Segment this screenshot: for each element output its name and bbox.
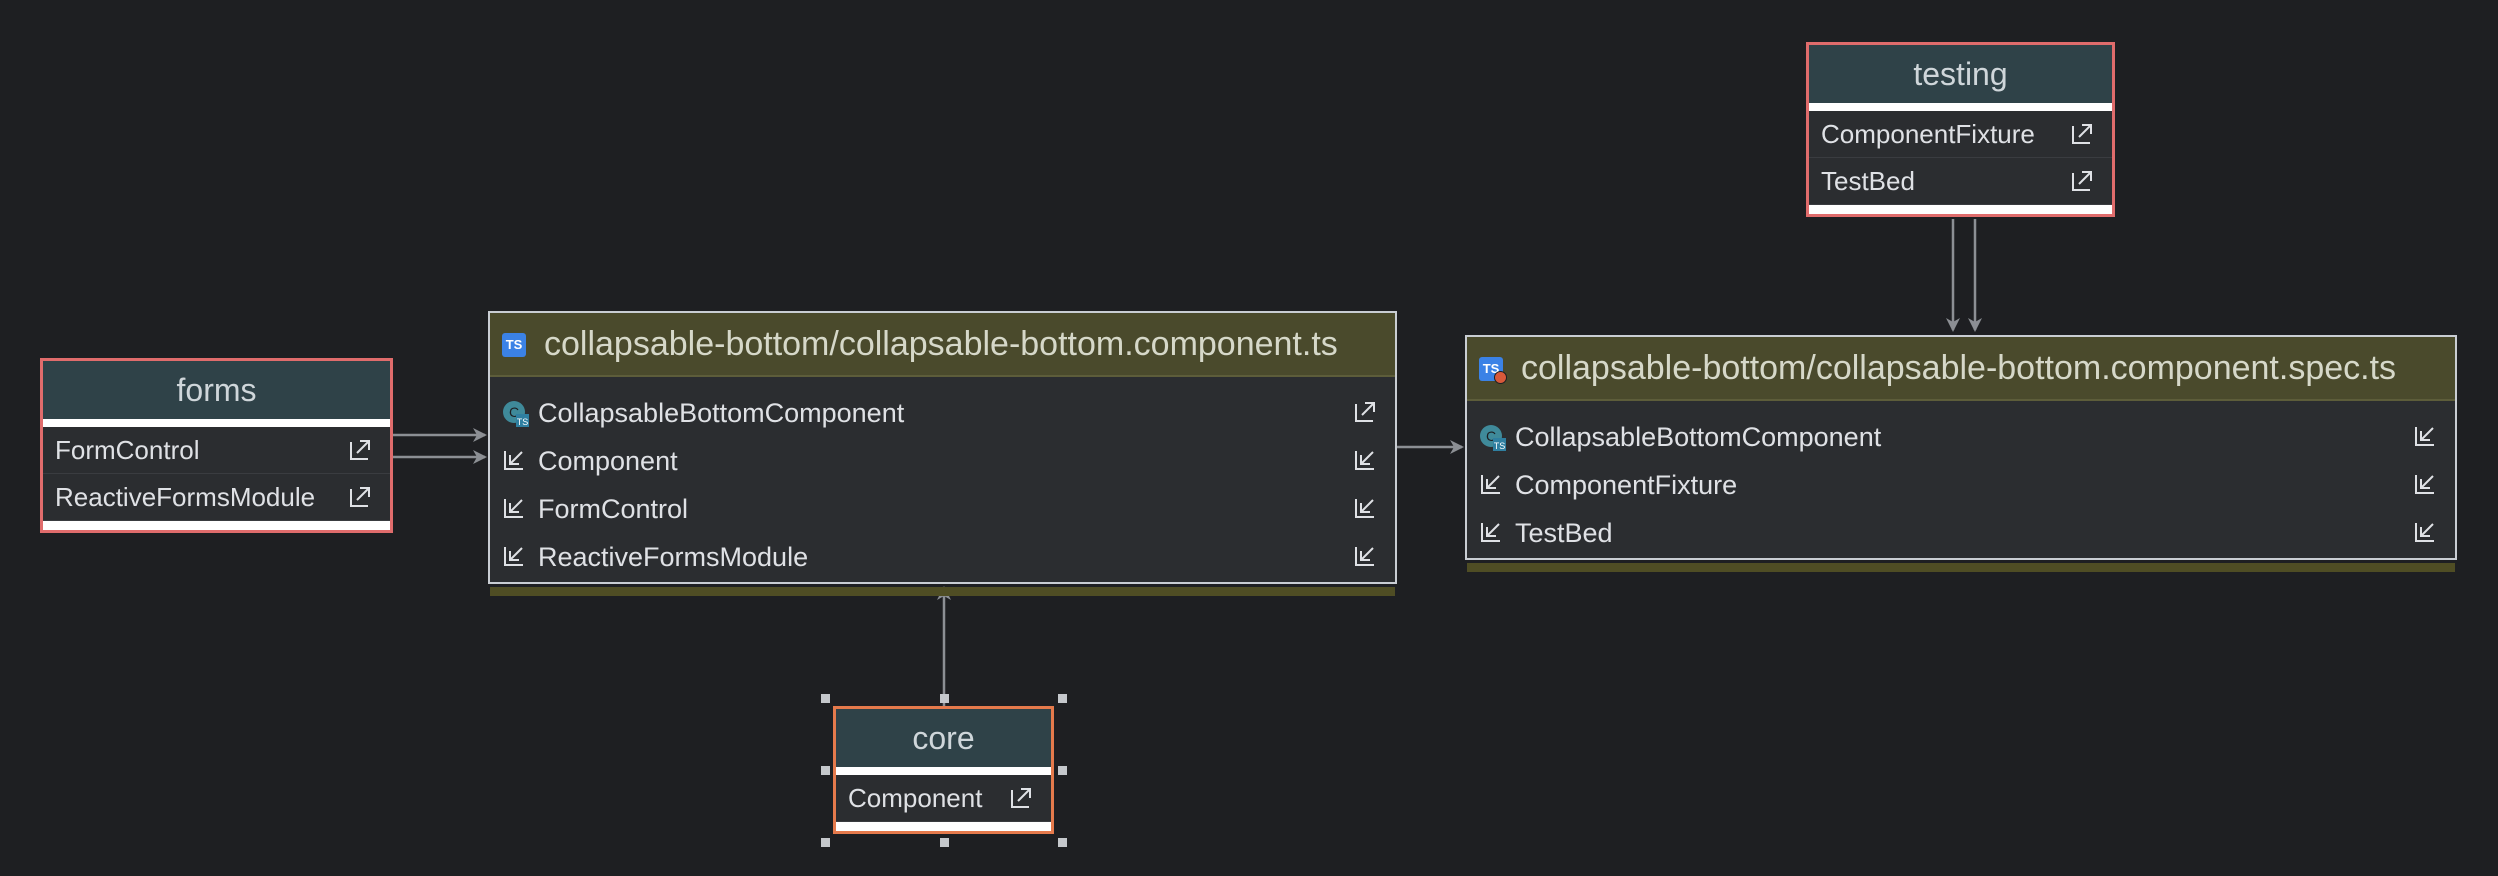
spec-marker-icon: [1494, 371, 1507, 384]
import-arrow-icon: [2415, 523, 2434, 542]
selection-handle[interactable]: [1058, 694, 1067, 703]
export-arrow-icon: [1355, 402, 1375, 422]
row-label: FormControl: [55, 435, 200, 465]
export-arrow-icon: [2072, 171, 2092, 191]
file-node-spec-ts[interactable]: TS collapsable-bottom/collapsable-bottom…: [1465, 335, 2457, 572]
module-node-core[interactable]: core Component: [833, 706, 1054, 834]
file-row[interactable]: ComponentFixture: [1467, 461, 2455, 509]
selection-handle[interactable]: [940, 694, 949, 703]
module-title: forms: [43, 361, 390, 419]
import-arrow-icon: [1481, 523, 1500, 542]
import-arrow-icon: [504, 499, 523, 518]
module-row[interactable]: FormControl: [43, 427, 390, 474]
row-label: ComponentFixture: [1515, 470, 1738, 500]
import-arrow-icon: [2415, 427, 2434, 446]
row-label: CollapsableBottomComponent: [1515, 422, 1882, 452]
module-node-forms[interactable]: forms FormControl ReactiveFormsModule: [40, 358, 393, 533]
row-label: ReactiveFormsModule: [55, 482, 316, 512]
file-footer-bar: [490, 587, 1395, 596]
class-icon: CTS: [1480, 425, 1506, 451]
row-label: ReactiveFormsModule: [538, 542, 809, 572]
export-arrow-icon: [350, 440, 370, 460]
export-arrow-icon: [2072, 124, 2092, 144]
file-title: collapsable-bottom/collapsable-bottom.co…: [1521, 349, 2397, 387]
import-arrow-icon: [504, 547, 523, 566]
typescript-file-icon: TS: [1479, 357, 1507, 384]
file-row[interactable]: ReactiveFormsModule: [490, 533, 1395, 581]
selection-handle[interactable]: [821, 838, 830, 847]
module-title: core: [836, 709, 1051, 767]
file-title: collapsable-bottom/collapsable-bottom.co…: [544, 325, 1338, 363]
selection-handle[interactable]: [821, 766, 830, 775]
selection-handle[interactable]: [940, 838, 949, 847]
file-footer-bar: [1467, 563, 2455, 572]
svg-text:TS: TS: [517, 417, 529, 427]
module-row[interactable]: TestBed: [1809, 158, 2112, 205]
module-row[interactable]: ComponentFixture: [1809, 111, 2112, 158]
import-arrow-icon: [1355, 547, 1374, 566]
selection-handle[interactable]: [1058, 766, 1067, 775]
module-header-bar: [1809, 103, 2112, 111]
module-footer-bar: [1809, 205, 2112, 214]
file-row[interactable]: FormControl: [490, 485, 1395, 533]
row-label: FormControl: [538, 494, 689, 524]
module-header-bar: [836, 767, 1051, 775]
file-node-header: TS collapsable-bottom/collapsable-bottom…: [490, 313, 1395, 377]
export-arrow-icon: [350, 487, 370, 507]
module-footer-bar: [836, 822, 1051, 831]
row-label: TestBed: [1821, 166, 1915, 196]
file-row[interactable]: TestBed: [1467, 509, 2455, 557]
selection-handle[interactable]: [1058, 838, 1067, 847]
import-arrow-icon: [1355, 451, 1374, 470]
module-title: testing: [1809, 45, 2112, 103]
file-node-component-ts[interactable]: TS collapsable-bottom/collapsable-bottom…: [488, 311, 1397, 596]
svg-text:C: C: [1486, 428, 1496, 444]
import-arrow-icon: [504, 451, 523, 470]
class-icon: CTS: [503, 401, 529, 427]
row-label: CollapsableBottomComponent: [538, 398, 905, 428]
import-arrow-icon: [1355, 499, 1374, 518]
svg-text:C: C: [509, 404, 519, 420]
module-node-testing[interactable]: testing ComponentFixture TestBed: [1806, 42, 2115, 217]
row-label: TestBed: [1515, 518, 1613, 548]
file-node-header: TS collapsable-bottom/collapsable-bottom…: [1467, 337, 2455, 401]
import-arrow-icon: [1481, 475, 1500, 494]
typescript-file-icon: TS: [502, 333, 526, 357]
module-header-bar: [43, 419, 390, 427]
import-arrow-icon: [2415, 475, 2434, 494]
module-row[interactable]: ReactiveFormsModule: [43, 474, 390, 521]
selection-handle[interactable]: [821, 694, 830, 703]
row-label: Component: [538, 446, 678, 476]
row-label: Component: [848, 783, 983, 813]
export-arrow-icon: [1011, 788, 1031, 808]
module-footer-bar: [43, 521, 390, 530]
module-row[interactable]: Component: [836, 775, 1051, 822]
file-row[interactable]: Component: [490, 437, 1395, 485]
svg-text:TS: TS: [1494, 441, 1506, 451]
row-label: ComponentFixture: [1821, 119, 2035, 149]
